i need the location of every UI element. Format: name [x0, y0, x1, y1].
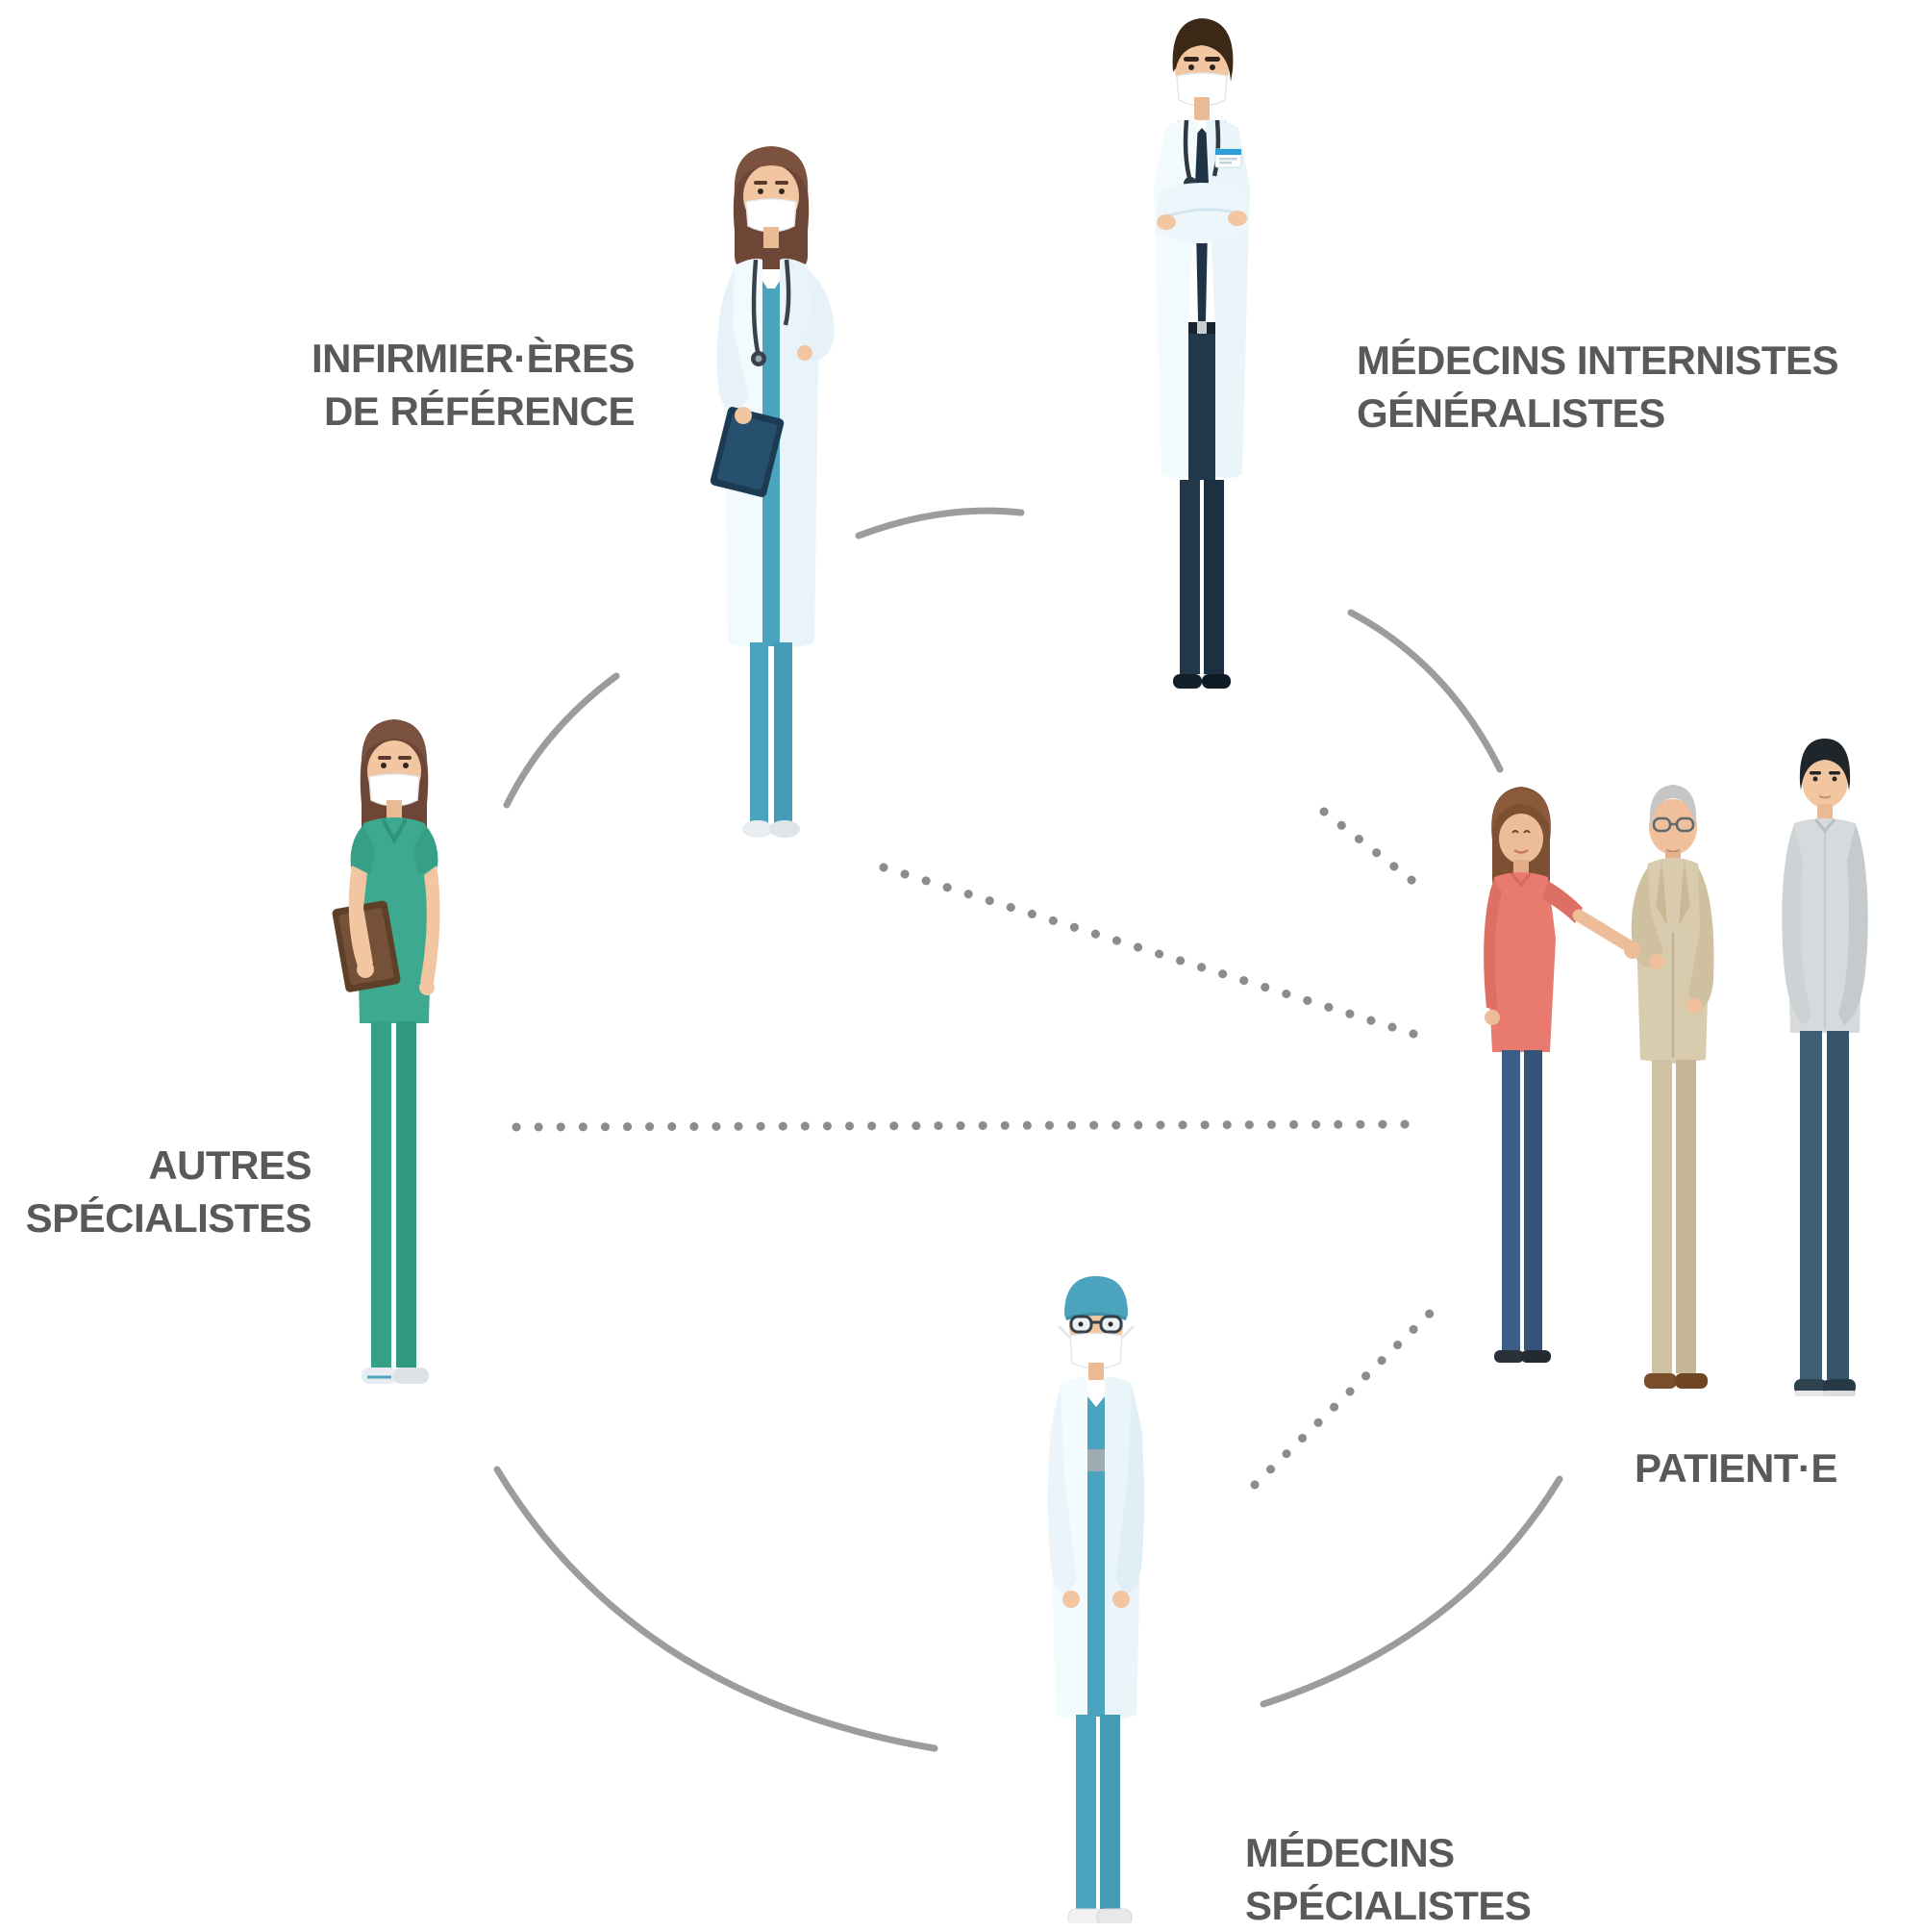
label-autres: AUTRES SPÉCIALISTES	[26, 1140, 312, 1244]
connection-specialistes-patients-dotted	[1250, 1300, 1443, 1490]
nurse-body	[710, 227, 835, 647]
stethoscope-icon	[751, 259, 791, 353]
label-autres-line1: AUTRES	[148, 1142, 312, 1188]
label-generalistes-line1: MÉDECINS INTERNISTES	[1357, 338, 1839, 383]
doctor-body	[1154, 97, 1250, 479]
face-mask-icon	[745, 198, 797, 233]
nurse-head	[733, 146, 810, 269]
label-specialistes: MÉDECINS SPÉCIALISTES	[1245, 1827, 1532, 1932]
label-specialistes-line1: MÉDECINS	[1245, 1830, 1455, 1875]
crossed-arms	[1156, 183, 1248, 243]
face-mask-icon	[1176, 72, 1228, 107]
connection-autres-specialistes	[493, 1466, 938, 1752]
surgeon-body	[1047, 1363, 1145, 1719]
connection-generalistes-patients-dotted	[1319, 807, 1421, 889]
face-mask-icon	[368, 773, 420, 807]
patient-group-figure	[1433, 733, 1909, 1446]
nurse-figure	[673, 135, 870, 875]
surgeon-head	[1058, 1276, 1135, 1369]
specialist-body	[332, 800, 440, 1023]
scrub-cap-icon	[1064, 1276, 1128, 1320]
label-patients: PATIENT·E	[1635, 1443, 1837, 1495]
doctor-legs	[1173, 334, 1231, 689]
label-specialistes-line2: SPÉCIALISTES	[1245, 1882, 1532, 1928]
connection-patients-specialistes	[1260, 1475, 1563, 1708]
other-specialist-figure	[298, 704, 490, 1454]
glasses-icon	[1069, 1315, 1123, 1334]
label-infirmieres: INFIRMIER·ÈRES DE RÉFÉRENCE	[311, 333, 636, 438]
generalist-doctor-figure	[1106, 13, 1298, 710]
patient-woman	[1484, 787, 1641, 1363]
connection-generalistes-patients	[1347, 609, 1504, 773]
label-infirmieres-line1: INFIRMIER·ÈRES	[311, 336, 636, 381]
glasses-icon	[1652, 816, 1695, 833]
patient-younger-man	[1782, 739, 1868, 1396]
specialist-legs	[362, 1021, 429, 1384]
face-mask-icon	[1069, 1332, 1123, 1369]
connection-infirmieres-patients-dotted	[879, 863, 1418, 1039]
connection-autres-patients-dotted	[512, 1119, 1424, 1132]
connection-infirmieres-generalistes	[855, 507, 1025, 539]
surgeon-figure	[995, 1265, 1197, 1923]
label-autres-line2: SPÉCIALISTES	[25, 1194, 312, 1241]
connection-infirmieres-autres	[503, 672, 620, 809]
nurse-legs	[742, 642, 800, 838]
label-patients-line1: PATIENT·E	[1635, 1445, 1837, 1491]
clipboard-icon	[710, 407, 785, 497]
label-generalistes: MÉDECINS INTERNISTES GÉNÉRALISTES	[1357, 335, 1839, 439]
patient-elderly-man	[1631, 785, 1714, 1389]
surgeon-legs	[1067, 1715, 1133, 1923]
doctor-head	[1172, 18, 1234, 107]
label-infirmieres-line2: DE RÉFÉRENCE	[323, 388, 636, 434]
label-generalistes-line2: GÉNÉRALISTES	[1357, 389, 1665, 436]
id-badge	[1214, 148, 1242, 168]
